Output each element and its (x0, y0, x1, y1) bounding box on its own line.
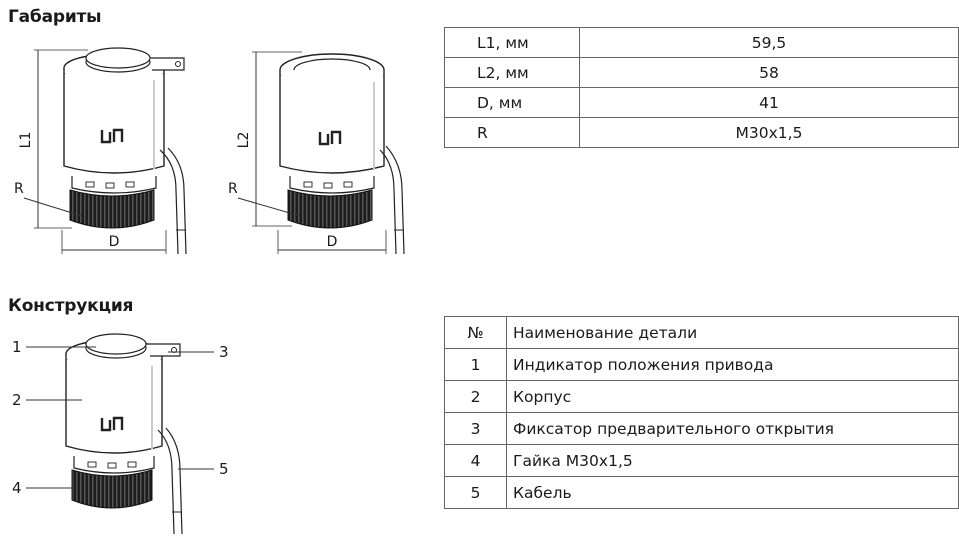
r-label-2: R (228, 181, 238, 197)
actuator-construction-drawing: 1 2 3 4 5 (12, 333, 229, 535)
part-num: 2 (444, 380, 507, 413)
callout-3: 3 (219, 343, 229, 361)
r-label-1: R (14, 181, 24, 197)
col-header-num: № (444, 316, 507, 349)
l2-label: L2 (236, 132, 252, 149)
part-name: Корпус (506, 380, 959, 413)
table-row: R M30x1,5 (444, 117, 959, 148)
part-name: Гайка M30x1,5 (506, 444, 959, 477)
dim-value: 59,5 (579, 27, 959, 58)
part-num: 1 (444, 348, 507, 381)
table-row: 2 Корпус (444, 380, 959, 413)
dimensions-table: L1, мм 59,5 L2, мм 58 D, мм 41 R M30x1,5 (444, 27, 959, 148)
actuator-logo-icon (318, 130, 342, 146)
actuator-drawing-l2: L2 R D (228, 51, 405, 255)
actuator-drawing-l1: L1 R D (14, 47, 187, 255)
dim-value: 41 (579, 87, 959, 118)
d-label-2: D (327, 234, 338, 250)
dim-label: L1, мм (444, 27, 580, 58)
callout-2: 2 (12, 391, 22, 409)
l1-label: L1 (18, 132, 34, 149)
table-row: 5 Кабель (444, 476, 959, 509)
callout-4: 4 (12, 479, 22, 497)
dim-value: M30x1,5 (579, 117, 959, 148)
part-name: Индикатор положения привода (506, 348, 959, 381)
table-row: 3 Фиксатор предварительного открытия (444, 412, 959, 445)
dim-label: L2, мм (444, 57, 580, 88)
col-header-name: Наименование детали (506, 316, 959, 349)
part-num: 5 (444, 476, 507, 509)
actuator-logo-icon (100, 128, 124, 144)
dimensions-title: Габариты (8, 7, 102, 27)
table-row: 1 Индикатор положения привода (444, 348, 959, 381)
table-row: D, мм 41 (444, 87, 959, 118)
dim-label: R (444, 117, 580, 148)
actuator-logo-icon (100, 416, 124, 432)
table-row: L1, мм 59,5 (444, 27, 959, 58)
d-label-1: D (109, 234, 120, 250)
part-num: 3 (444, 412, 507, 445)
table-row: L2, мм 58 (444, 57, 959, 88)
part-name: Кабель (506, 476, 959, 509)
parts-table: № Наименование детали 1 Индикатор положе… (444, 316, 959, 509)
callout-1: 1 (12, 338, 22, 356)
construction-title: Конструкция (8, 296, 134, 316)
table-row: 4 Гайка M30x1,5 (444, 444, 959, 477)
part-name: Фиксатор предварительного открытия (506, 412, 959, 445)
dim-label: D, мм (444, 87, 580, 118)
table-header-row: № Наименование детали (444, 316, 959, 349)
part-num: 4 (444, 444, 507, 477)
callout-5: 5 (219, 460, 229, 478)
dim-value: 58 (579, 57, 959, 88)
